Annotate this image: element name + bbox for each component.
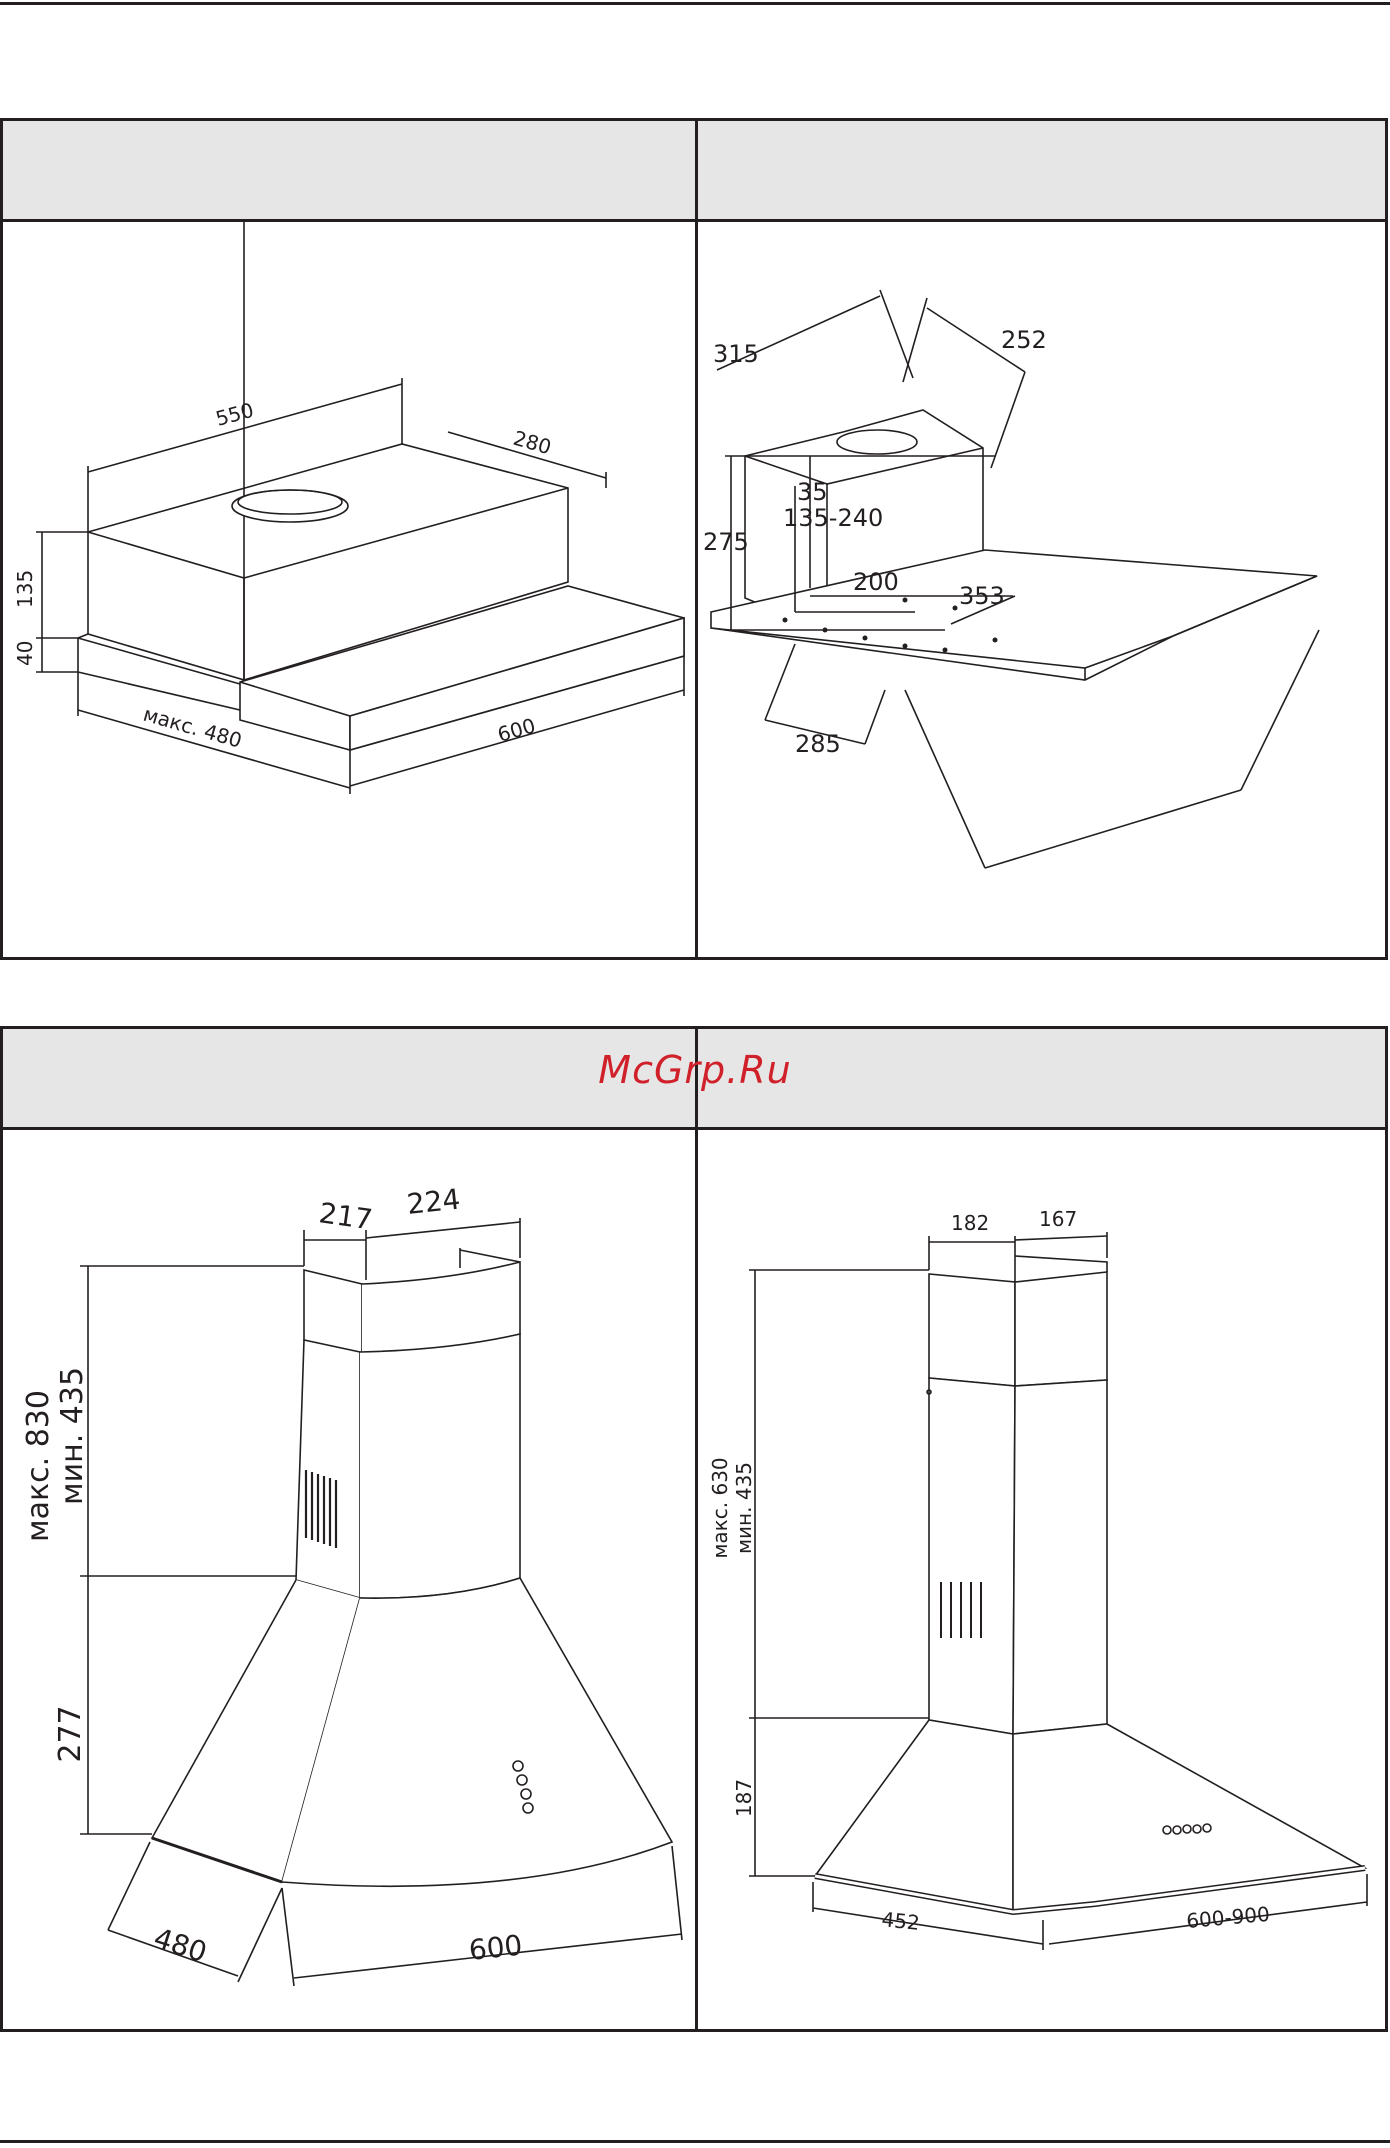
dim-600-900-label: 600-900 (1185, 1902, 1270, 1933)
dim-353-label: 353 (959, 582, 1005, 610)
dim-217-label: 217 (317, 1196, 375, 1236)
dim-480-label: 480 (150, 1921, 211, 1969)
dim-277-label: 277 (53, 1705, 88, 1762)
dim-135-240-label: 135-240 (783, 504, 883, 532)
dim-182-label: 182 (951, 1211, 989, 1235)
top-header-left (3, 121, 695, 219)
dim-285-label: 285 (795, 730, 841, 758)
built-in-hood-drawing: 315 252 275 135-240 35 200 353 285 (695, 220, 1387, 960)
dim-315-label: 315 (713, 340, 759, 368)
top-rule (0, 2, 1390, 5)
dim-200-label: 200 (853, 568, 899, 596)
dim-600-label: 600 (467, 1929, 524, 1967)
dim-452-label: 452 (880, 1907, 920, 1935)
dim-224-label: 224 (405, 1183, 462, 1221)
dim-40-label: 40 (13, 641, 37, 666)
dim-600-label: 600 (495, 713, 538, 747)
dim-275-label: 275 (703, 528, 749, 556)
dim-max630-label: макс. 630 (708, 1457, 732, 1558)
dim-max830-label: макс. 830 (21, 1390, 56, 1542)
dim-min435-label: мин. 435 (732, 1462, 756, 1554)
top-header-right (698, 121, 1385, 219)
dim-max480-label: макс. 480 (141, 702, 245, 753)
pyramid-hood-drawing: 182 167 макс. 630 мин. 435 187 452 600-9… (695, 1130, 1387, 2030)
dim-280-label: 280 (511, 426, 554, 460)
dim-min435-label: мин. 435 (55, 1367, 90, 1505)
round-dome-hood-drawing: 217 224 макс. 830 мин. 435 277 480 600 (0, 1130, 692, 2030)
dim-167-label: 167 (1039, 1207, 1077, 1231)
telescopic-hood-drawing: 550 280 135 40 макс. 480 600 (0, 220, 692, 960)
dim-135-label: 135 (13, 570, 37, 608)
watermark: McGrp.Ru (0, 1048, 1390, 1092)
dim-252-label: 252 (1001, 326, 1047, 354)
dim-187-label: 187 (732, 1779, 756, 1817)
dim-35-label: 35 (797, 478, 828, 506)
bottom-rule (0, 2140, 1390, 2143)
